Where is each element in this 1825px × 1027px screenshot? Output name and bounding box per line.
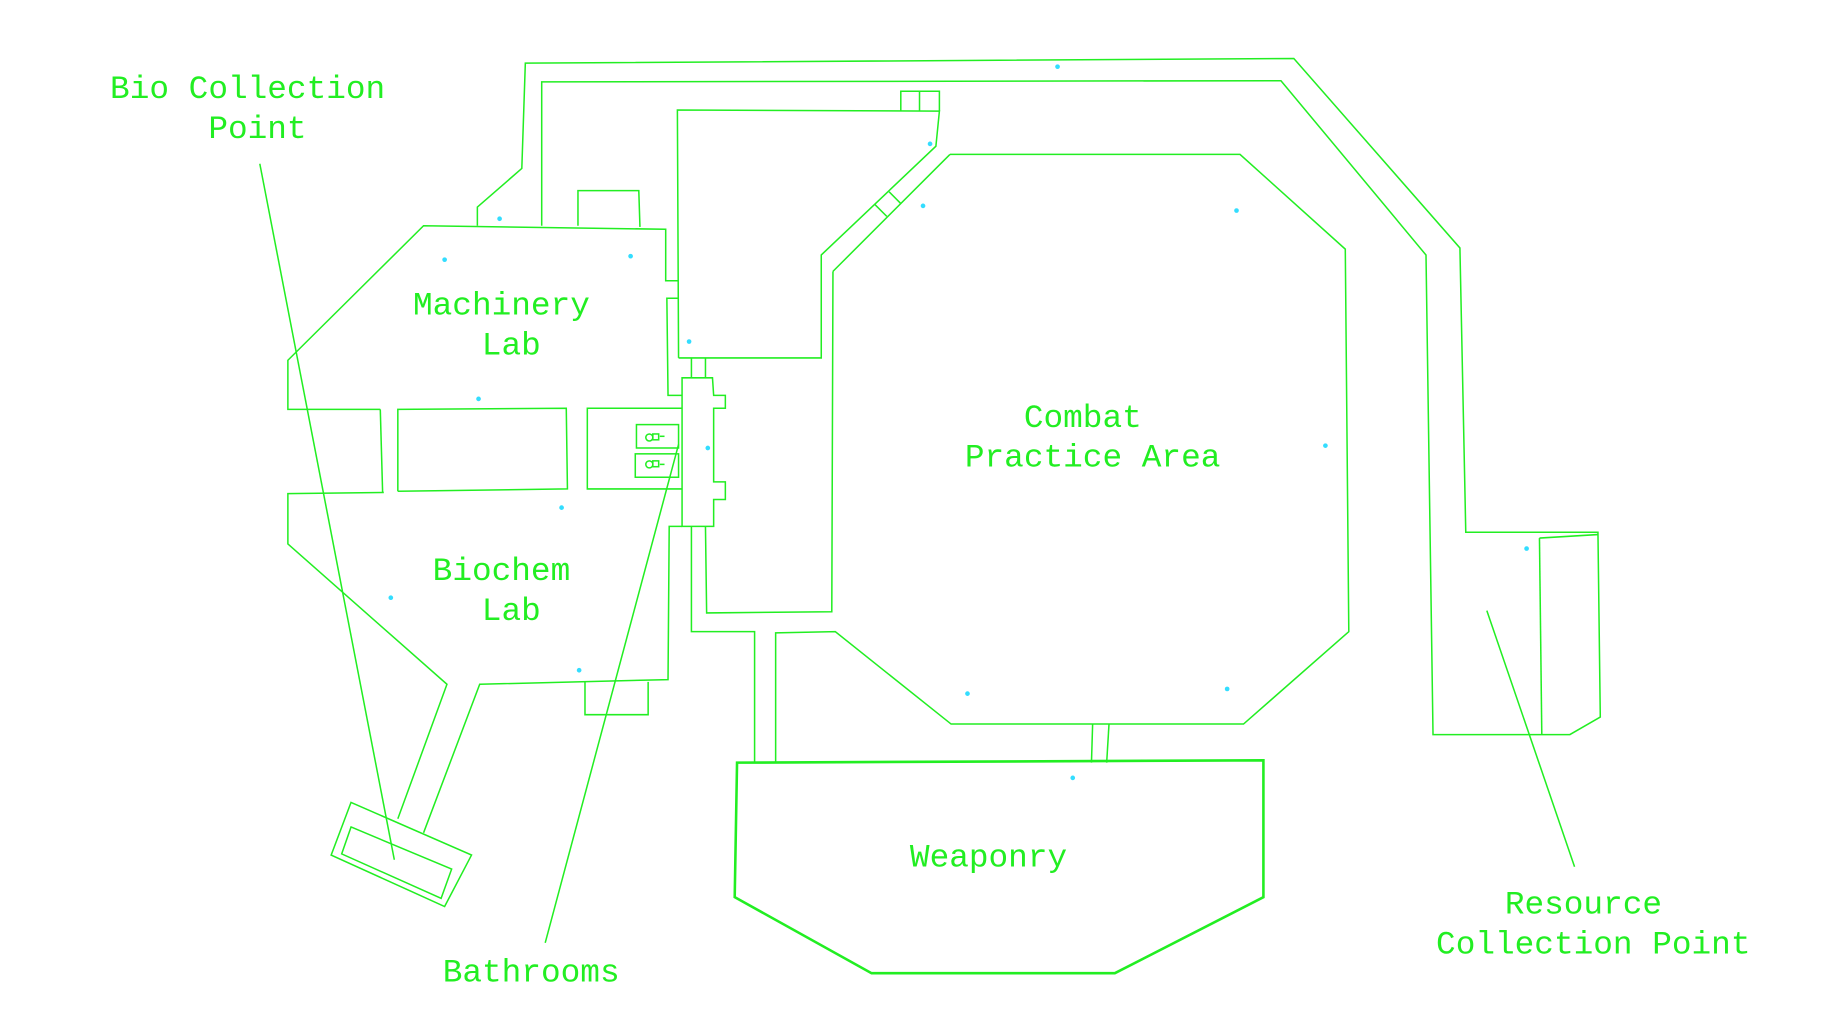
connector-wall <box>1105 724 1110 763</box>
marker-dot <box>705 445 711 451</box>
door <box>888 191 902 205</box>
combat-practice-area-label: Combat Practice Area <box>965 400 1221 477</box>
marker-dot <box>476 396 481 402</box>
male-restroom-icon <box>645 433 665 442</box>
bathroom-block <box>586 407 683 490</box>
marker-dot <box>686 339 692 344</box>
bathrooms-pointer <box>544 444 680 943</box>
resource-collection-point-pointer <box>1486 610 1576 867</box>
upper-room-wall <box>676 109 941 359</box>
middle-room <box>397 407 569 493</box>
bathrooms-label: Bathrooms <box>443 954 620 991</box>
middle-wall <box>379 409 384 493</box>
marker-dot <box>1323 443 1328 448</box>
biochem-lab-annex <box>584 681 649 716</box>
machinery-lab-label: Machinery Lab <box>413 288 610 365</box>
weaponry-label: Weaponry <box>910 840 1067 877</box>
machinery-lab-wall <box>287 224 679 411</box>
connector-wall <box>1090 724 1094 763</box>
marker-dot <box>576 667 582 673</box>
marker-dot <box>497 216 502 222</box>
lower-corridor-wall <box>690 526 756 763</box>
machinery-lab-annex <box>577 189 641 227</box>
marker-dot <box>1055 64 1060 70</box>
bio-collection-point-outer <box>330 801 473 908</box>
bathroom-stall <box>634 453 680 478</box>
marker-dot <box>388 595 394 601</box>
bathrooms <box>634 423 680 478</box>
outer-corridor-outer-wall <box>476 57 1602 736</box>
weaponry-wall <box>733 759 1265 975</box>
biochem-lab-wall <box>287 491 448 820</box>
diagonal-corridor-wall <box>832 153 951 272</box>
resource-collection-point-label: Resource Collection Point <box>1436 887 1750 964</box>
door <box>874 204 888 217</box>
bio-collection-point-inner <box>340 825 453 900</box>
marker-dot <box>965 691 970 696</box>
biochem-lab-right-wall <box>422 525 683 834</box>
machinery-lab-right-wall <box>666 297 683 397</box>
combat-practice-area-wall <box>774 153 1350 763</box>
resource-room-divider <box>1539 533 1598 539</box>
inner-corridor-wall <box>704 271 834 614</box>
resource-room-wall <box>1538 538 1543 735</box>
bathroom-stall <box>635 423 680 449</box>
marker-dot <box>927 141 933 147</box>
marker-dot <box>1224 686 1230 692</box>
bio-collection-point-label: Bio Collection Point <box>110 71 405 148</box>
markers <box>388 64 1529 781</box>
marker-dot <box>559 505 564 510</box>
central-corridor <box>681 377 727 528</box>
biochem-lab-label: Biochem Lab <box>433 553 590 630</box>
marker-dot <box>442 257 447 263</box>
female-restroom-icon <box>645 460 665 469</box>
marker-dot <box>920 203 926 209</box>
marker-dot <box>1524 546 1529 551</box>
marker-dot <box>1070 775 1076 781</box>
marker-dot <box>628 253 633 259</box>
bio-collection-point-pointer <box>259 163 396 860</box>
marker-dot <box>1234 208 1239 213</box>
walls <box>287 57 1602 975</box>
